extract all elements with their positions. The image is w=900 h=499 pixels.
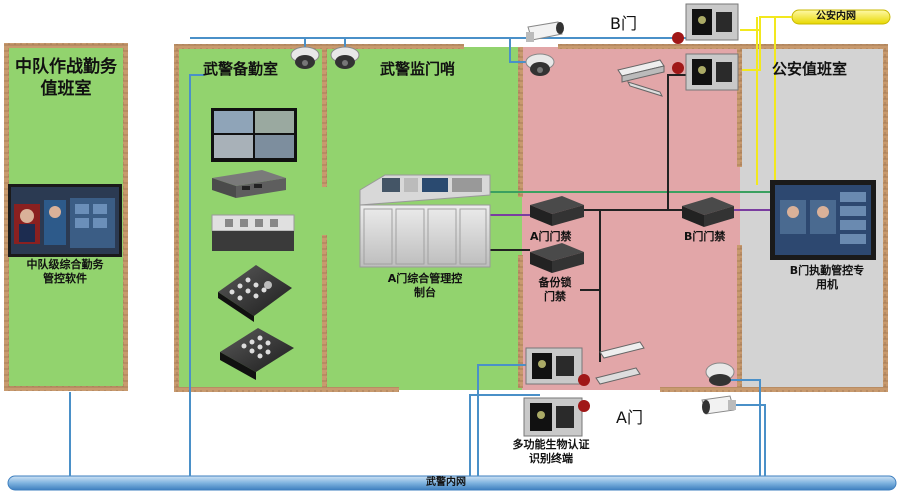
a-gate-console — [359, 174, 491, 268]
video-wall-monitor — [211, 108, 297, 162]
label-a-access: A门门禁 — [530, 230, 572, 243]
red-post-4 — [578, 400, 590, 412]
room-title-police: 公安值班室 — [772, 60, 848, 78]
label-armed-network: 武警内网 — [426, 477, 466, 488]
dome-camera-3 — [525, 53, 555, 76]
red-post-1 — [672, 32, 684, 44]
a-door-access-box — [530, 196, 584, 226]
keyboard-panel-1 — [218, 265, 292, 322]
label-bio-terminal: 多功能生物认证识别终端 — [512, 438, 590, 465]
b-door-access-box — [682, 197, 734, 227]
label-door-a: A门 — [616, 408, 643, 427]
barrier-gate-b — [617, 59, 665, 97]
dome-camera-4 — [705, 362, 735, 386]
label-police-network: 公安内网 — [816, 11, 856, 22]
b-gate-terminal — [770, 180, 876, 260]
bio-terminal-top-1 — [685, 3, 739, 41]
keyboard-panel-2 — [220, 328, 294, 380]
barrier-gate-a — [595, 341, 645, 385]
bullet-camera-top — [526, 21, 564, 42]
walls — [4, 43, 888, 392]
bio-terminal-a-gate — [525, 347, 583, 385]
label-door-b: B门 — [610, 14, 637, 33]
room-title-sentry: 武警监门哨 — [380, 60, 456, 78]
backup-lock-box — [530, 243, 584, 273]
label-squad-software: 中队级综合勤务管控软件 — [26, 258, 104, 285]
bullet-camera-bottom — [701, 395, 736, 415]
link-black — [490, 74, 690, 362]
label-a-console: A门综合管理控制台 — [387, 272, 463, 299]
dome-camera-1 — [290, 46, 320, 69]
squad-software-monitor — [8, 184, 122, 257]
rack-unit — [211, 214, 295, 251]
red-post-3 — [578, 374, 590, 386]
public-security-network — [740, 9, 891, 185]
bio-terminal-main — [523, 397, 583, 437]
room-title-squad: 中队作战勤务值班室 — [15, 57, 117, 99]
label-backup-access: 备份锁门禁 — [538, 276, 572, 303]
red-post-2 — [672, 62, 684, 74]
bio-terminal-top-2 — [685, 53, 739, 91]
nvr-box — [212, 170, 286, 198]
dome-camera-2 — [330, 46, 360, 69]
label-b-terminal: B门执勤管控专用机 — [789, 264, 865, 291]
room-title-standby: 武警备勤室 — [203, 60, 279, 78]
label-b-access: B门门禁 — [684, 230, 726, 243]
armed-police-network — [7, 37, 897, 491]
